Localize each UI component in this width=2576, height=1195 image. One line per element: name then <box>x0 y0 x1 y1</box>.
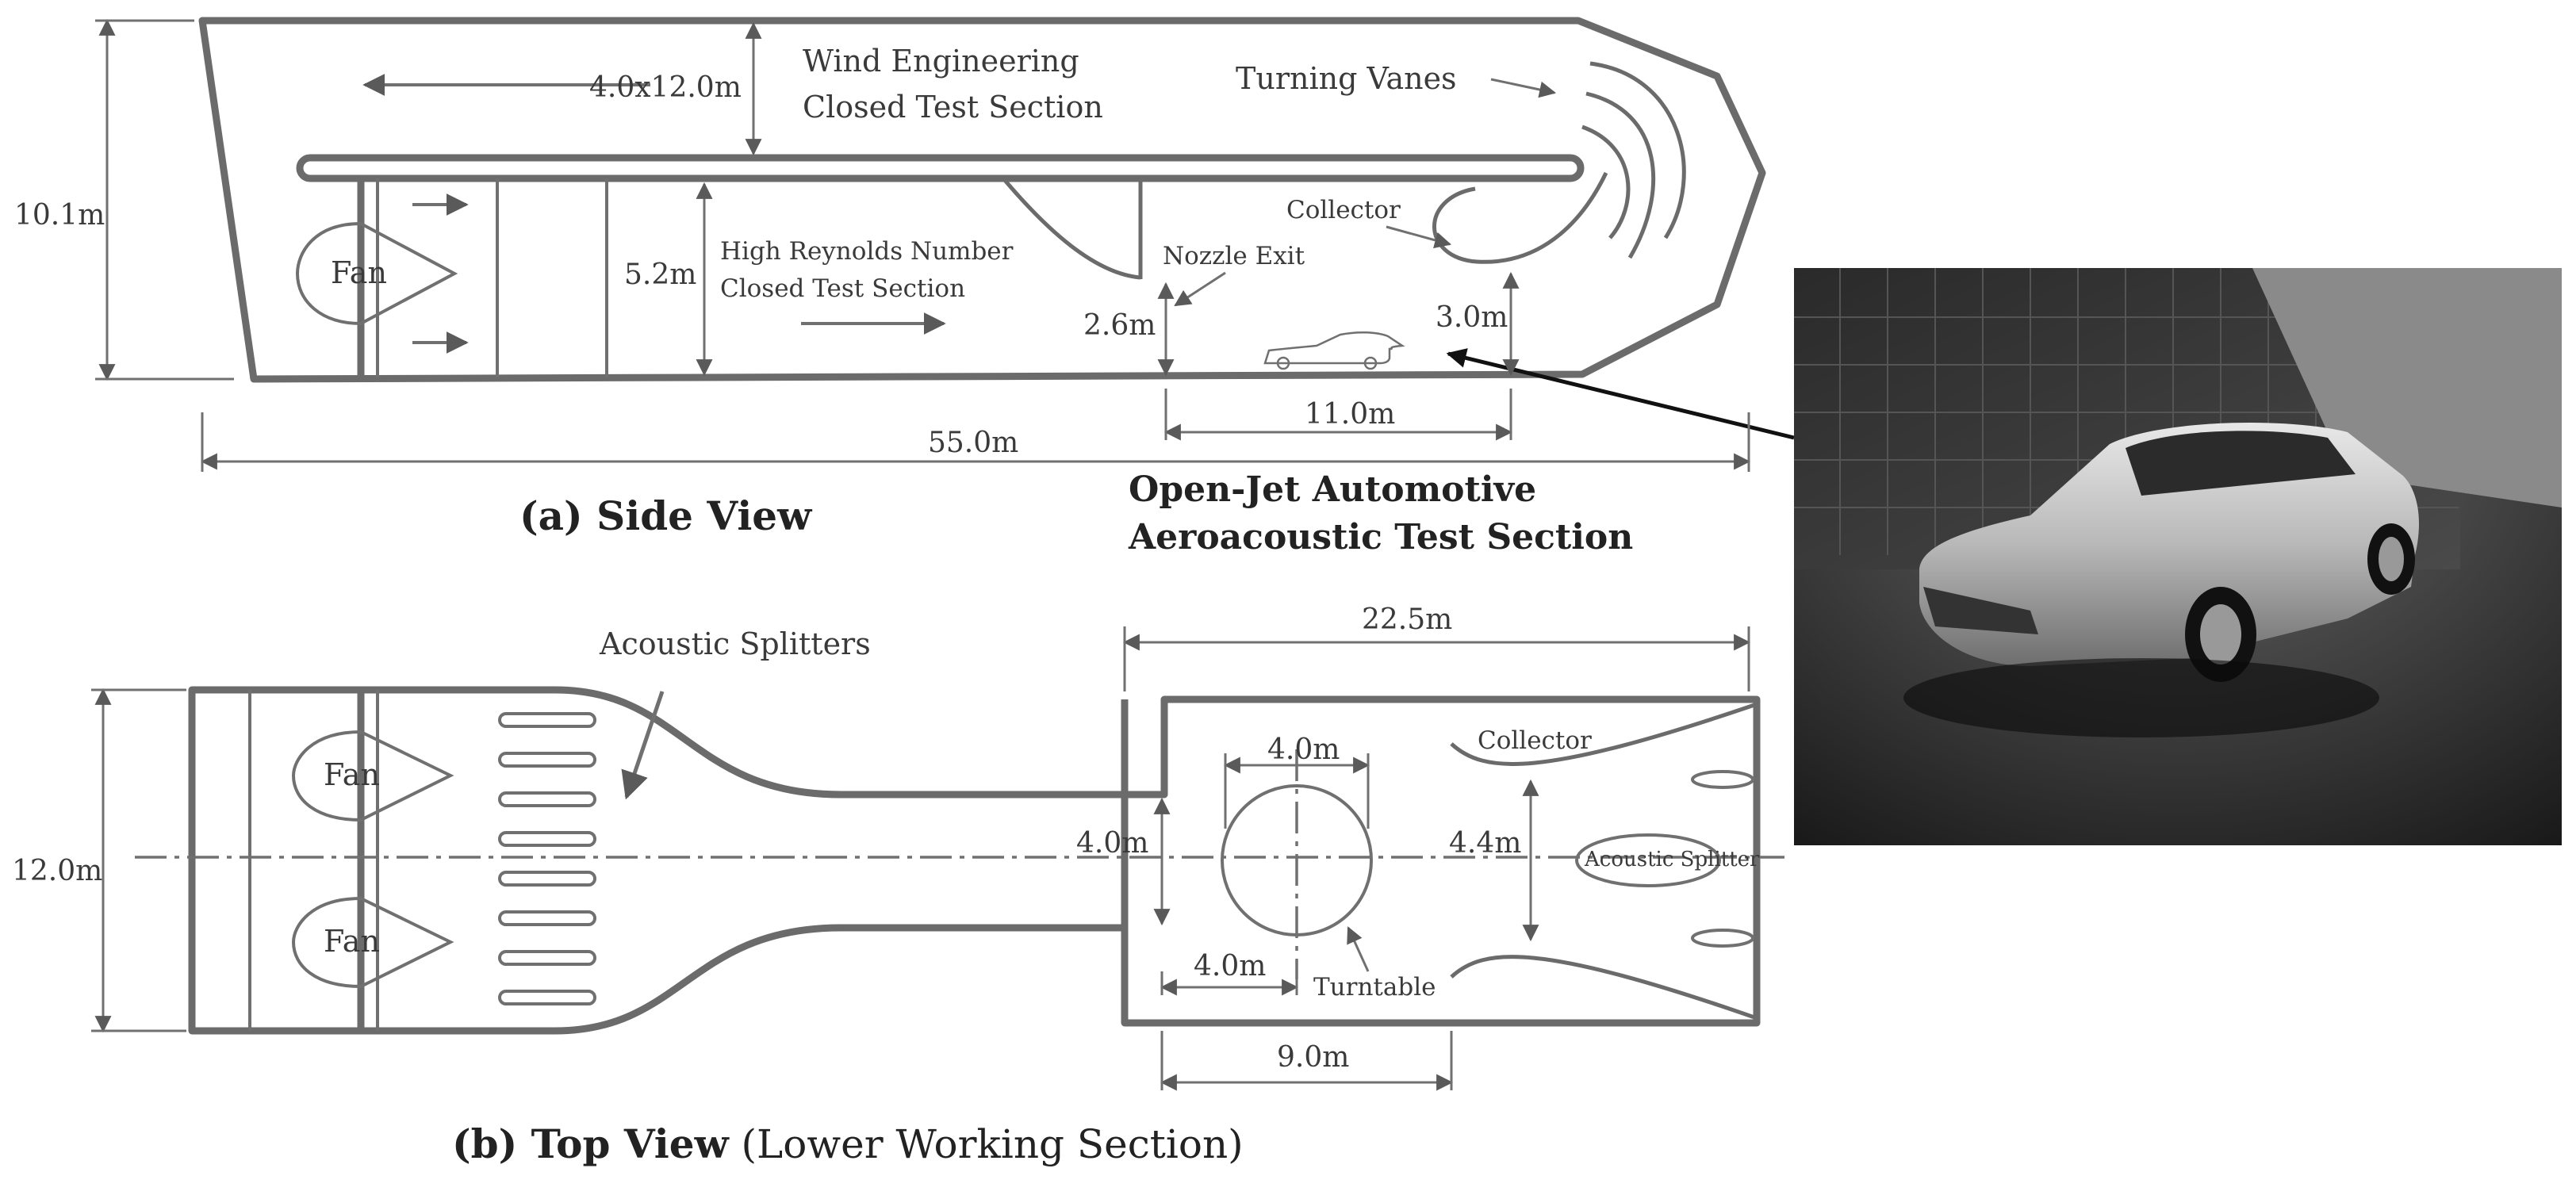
side-collector-label: Collector <box>1286 196 1401 224</box>
acoustic-splitter-baffles <box>498 712 596 1005</box>
large-acoustic-splitter <box>1575 833 1721 887</box>
total-length-dim: 55.0m <box>928 427 1018 459</box>
contraction-wall <box>1002 177 1141 280</box>
side-view-outline <box>198 17 1766 383</box>
side-view-caption: (a) Side View <box>519 492 813 539</box>
collector-shape <box>1432 171 1608 264</box>
photo-pointer-arrow <box>1446 348 1795 440</box>
turntable-label: Turntable <box>1313 973 1436 1002</box>
top-view-outline <box>188 686 1761 1035</box>
nozzle-height-dim: 2.6m <box>1083 309 1156 342</box>
top-view-dimensions <box>91 626 1751 1091</box>
upper-section-dim: 4.0x12.0m <box>589 71 742 104</box>
top-collector-lower <box>1450 955 1758 1021</box>
jet-length-dim: 11.0m <box>1305 398 1395 431</box>
nozzle-exit-label: Nozzle Exit <box>1163 242 1305 270</box>
top-view: Fan Fan <box>12 603 1784 1167</box>
upper-section-label-1: Wind Engineering <box>803 44 1079 79</box>
top-fan-1-icon <box>291 730 454 822</box>
top-view-caption: (b) Top View (Lower Working Section) <box>452 1120 1244 1167</box>
lower-section-label-2: Closed Test Section <box>720 274 965 303</box>
turntable-dia-dim: 4.0m <box>1267 733 1340 766</box>
side-view: Fan <box>14 17 1795 557</box>
top-collector-label: Collector <box>1478 726 1592 755</box>
open-jet-label-2: Aeroacoustic Test Section <box>1128 517 1633 557</box>
side-view-car-icon <box>1263 331 1405 370</box>
return-duct-divider <box>296 154 1585 182</box>
top-length-dim: 9.0m <box>1277 1041 1349 1074</box>
nozzle-width-dim: 4.0m <box>1076 827 1148 860</box>
top-fan-1-label: Fan <box>324 757 380 792</box>
acoustic-splitter-label: Acoustic Splitter <box>1584 848 1760 871</box>
photo-car <box>1919 423 2419 682</box>
top-width-dim: 12.0m <box>12 855 102 887</box>
plenum-length-dim: 22.5m <box>1362 603 1452 636</box>
top-fan-2-label: Fan <box>324 924 380 959</box>
small-splitter-1 <box>1691 770 1754 789</box>
open-jet-label-1: Open-Jet Automotive <box>1129 469 1536 510</box>
top-fan-2-icon <box>291 896 454 989</box>
top-view-caption-rest: (Lower Working Section) <box>729 1121 1244 1167</box>
test-section-photo <box>1794 268 2562 845</box>
collector-width-dim: 4.4m <box>1449 827 1521 860</box>
small-splitter-2 <box>1691 929 1754 948</box>
side-fan-icon <box>295 221 458 326</box>
turning-vanes <box>1581 61 1686 259</box>
turning-vanes-label: Turning Vanes <box>1236 61 1457 96</box>
side-view-dimensions <box>95 18 1751 472</box>
collector-height-dim: 3.0m <box>1436 301 1508 334</box>
upper-section-label-2: Closed Test Section <box>803 90 1103 124</box>
turntable-offset-dim: 4.0m <box>1194 950 1266 982</box>
top-collector-upper <box>1450 702 1758 766</box>
lower-section-dim: 5.2m <box>624 259 696 291</box>
side-fan-label: Fan <box>331 255 387 290</box>
lower-section-label-1: High Reynolds Number <box>720 237 1014 266</box>
side-height-dim: 10.1m <box>14 199 105 232</box>
top-view-caption-bold: (b) Top View <box>452 1120 730 1167</box>
acoustic-splitters-label: Acoustic Splitters <box>599 626 871 661</box>
